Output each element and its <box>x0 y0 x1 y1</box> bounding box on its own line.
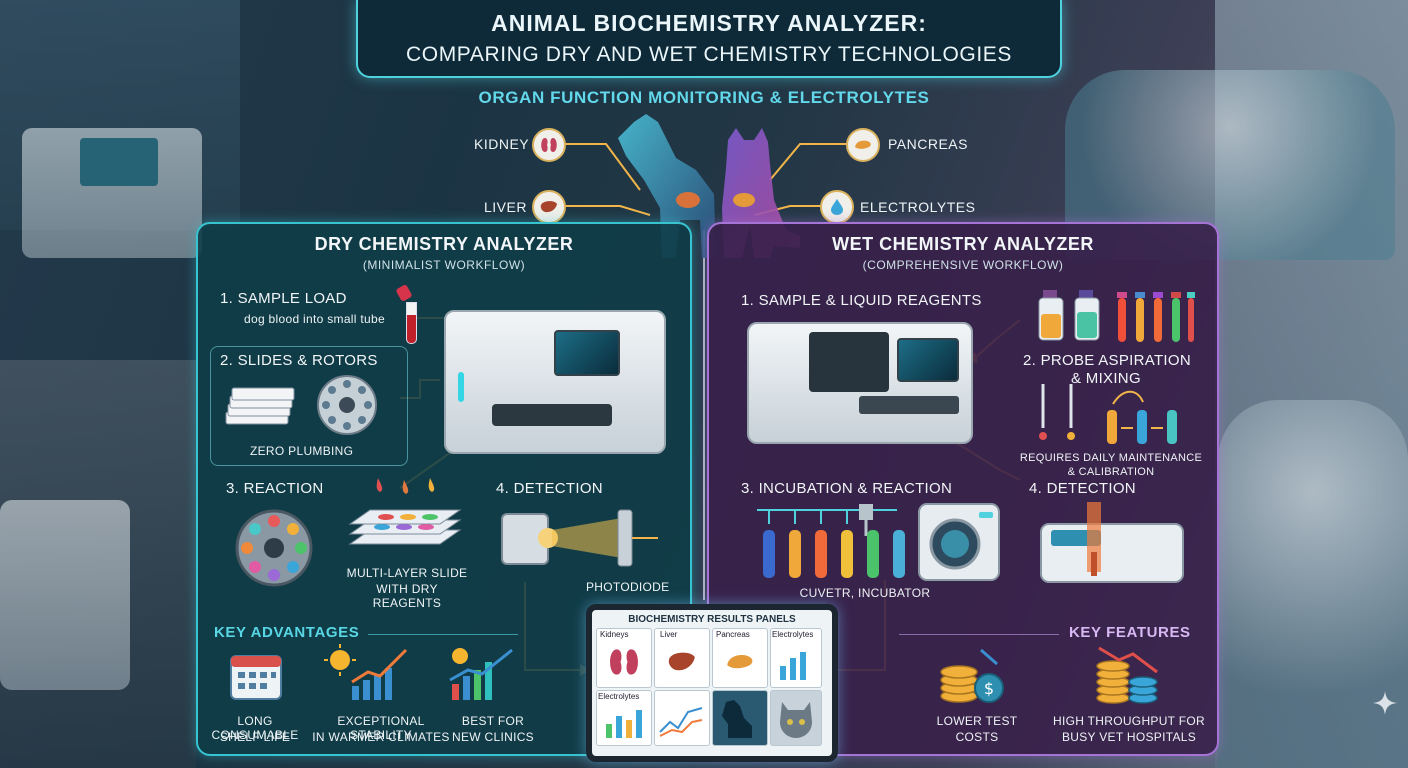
organ-label-kidney: KIDNEY <box>474 136 530 152</box>
feat-1-line-b: COSTS <box>955 730 999 744</box>
result-label-kidneys: Kidneys <box>600 630 629 639</box>
key-features-title: KEY FEATURES <box>1069 624 1191 641</box>
result-label-pancreas: Pancreas <box>716 630 750 639</box>
drop-icon <box>820 190 854 224</box>
background-lab-screen <box>80 138 158 186</box>
dry-panel-subtitle: (MINIMALIST WORKFLOW) <box>362 258 526 272</box>
key-advantages-title: KEY ADVANTAGES <box>214 624 360 641</box>
wet-analyzer-tray <box>859 396 959 414</box>
result-cell-electrolytes-bottom <box>596 690 652 746</box>
wet-step-3-note: CUVETR, INCUBATOR <box>799 586 931 600</box>
slides-stack-icon <box>225 387 295 425</box>
adv-2-line-a: EXCEPTIONAL STABILITY <box>337 714 425 742</box>
feat-2-line-b: BUSY VET HOSPITALS <box>1061 730 1197 744</box>
dry-analyzer-led <box>458 372 464 402</box>
result-electrolytes-bottom-chart <box>606 710 642 738</box>
dry-step-2: 2. SLIDES & ROTORS <box>220 352 378 369</box>
result-cell-trend <box>654 690 710 746</box>
organ-label-liver: LIVER <box>484 199 527 215</box>
dry-step-2-note: ZERO PLUMBING <box>250 444 354 458</box>
liver-icon <box>532 190 566 224</box>
results-tablet: BIOCHEMISTRY RESULTS PANELS Kidneys Live… <box>586 604 838 762</box>
dry-analyzer-screen <box>554 330 620 376</box>
dry-analyzer-slot <box>492 404 612 426</box>
rotor-icon <box>317 375 377 435</box>
dry-step-2-box <box>210 346 408 466</box>
key-advantages-rule <box>368 634 518 635</box>
kidney-icon <box>532 128 566 162</box>
pancreas-icon <box>846 128 880 162</box>
wet-panel-subtitle: (COMPREHENSIVE WORKFLOW) <box>862 258 1064 272</box>
result-trend-line-icon <box>659 707 703 737</box>
wet-analyzer-probe-bay <box>809 332 889 392</box>
wet-analyzer-screen <box>897 338 959 382</box>
feat-1-line-a: LOWER TEST <box>936 714 1018 728</box>
feat-2-line-a: HIGH THROUGHPUT FOR <box>1053 714 1205 728</box>
dry-step-4-note: PHOTODIODE <box>586 580 670 594</box>
dry-step-3: 3. REACTION <box>226 480 324 497</box>
result-cell-kidneys <box>596 628 652 688</box>
cuvette-rack-icon <box>757 504 905 578</box>
tube-cap-icon <box>395 283 413 303</box>
title-line-2: COMPARING DRY AND WET CHEMISTRY TECHNOLO… <box>406 43 1012 66</box>
dry-step-4: 4. DETECTION <box>496 480 603 497</box>
wet-step-2-line-a: 2. PROBE ASPIRATION <box>1023 352 1191 369</box>
photodiode-detector-icon <box>501 509 658 567</box>
title-line-1: ANIMAL BIOCHEMISTRY ANALYZER: <box>491 10 927 36</box>
wet-step-3: 3. INCUBATION & REACTION <box>741 480 953 497</box>
svg-text:$: $ <box>984 679 994 698</box>
wet-step-4: 4. DETECTION <box>1029 480 1136 497</box>
background-lab-machine-left <box>0 500 130 690</box>
calendar-icon <box>230 655 282 700</box>
result-electrolytes-bar-icon <box>780 652 806 680</box>
key-features-rule <box>899 634 1059 635</box>
organ-label-pancreas: PANCREAS <box>888 136 968 152</box>
reaction-disk-icon <box>235 509 313 587</box>
result-label-liver: Liver <box>660 630 678 639</box>
reagent-bottles-icon <box>1038 290 1100 341</box>
adv-1-line-b: SHELF LIFE <box>219 730 291 744</box>
wet-analyzer-machine <box>747 322 973 444</box>
adv-1-line-a: LONG CONSUMABLE <box>211 714 299 742</box>
blood-tube-icon <box>406 302 417 344</box>
results-title: BIOCHEMISTRY RESULTS PANELS <box>628 614 796 625</box>
adv-3-line-a: BEST FOR <box>461 714 525 728</box>
dry-chemistry-panel: DRY CHEMISTRY ANALYZER (MINIMALIST WORKF… <box>196 222 692 756</box>
dry-panel-title: DRY CHEMISTRY ANALYZER <box>314 234 574 254</box>
organ-section-heading: ORGAN FUNCTION MONITORING & ELECTROLYTES <box>478 88 930 107</box>
result-liver-icon <box>668 652 695 671</box>
wet-step-1: 1. SAMPLE & LIQUID REAGENTS <box>741 292 982 309</box>
dry-step-1-note: dog blood into small tube <box>244 312 385 326</box>
sun-chart-icon <box>324 644 408 700</box>
wet-step-2-line-b: & MIXING <box>1071 370 1141 387</box>
coins-icon: $ <box>940 648 1004 703</box>
growth-chart-icon <box>449 648 513 700</box>
wet-panel-title: WET CHEMISTRY ANALYZER <box>832 234 1094 254</box>
result-label-electrolytes-top: Electrolytes <box>772 630 814 639</box>
spectrophotometer-icon <box>1040 502 1184 583</box>
throughput-coins-icon <box>1096 646 1158 704</box>
result-cat-icon <box>780 702 812 738</box>
result-label-electrolytes-bottom: Electrolytes <box>598 692 640 701</box>
wet-step-2-note-b: & CALIBRATION <box>1067 466 1155 478</box>
dry-step-1: 1. SAMPLE LOAD <box>220 290 347 307</box>
multi-layer-slide-icon <box>348 478 462 545</box>
probe-mixing-icon <box>1039 384 1177 444</box>
organ-label-electrolytes: ELECTROLYTES <box>860 199 976 215</box>
incubator-icon <box>918 503 1000 581</box>
result-pancreas-icon <box>727 655 753 669</box>
sample-tubes-icon <box>1117 292 1195 342</box>
dry-step-3-note-b: WITH DRY REAGENTS <box>372 582 442 610</box>
adv-2-line-b: IN WARMER CLIMATES <box>312 730 450 744</box>
sparkle-icon <box>1373 691 1397 715</box>
dry-analyzer-machine <box>444 310 666 454</box>
result-kidney-icon <box>610 649 638 675</box>
adv-3-line-b: NEW CLINICS <box>452 730 534 744</box>
wet-step-2-note-a: REQUIRES DAILY MAINTENANCE <box>1019 452 1203 464</box>
dry-step-3-note-a: MULTI-LAYER SLIDE <box>346 566 468 580</box>
result-dog-icon <box>722 700 752 738</box>
background-vet-staff-bottom <box>1218 400 1408 768</box>
title-banner: ANIMAL BIOCHEMISTRY ANALYZER: COMPARING … <box>356 0 1062 78</box>
